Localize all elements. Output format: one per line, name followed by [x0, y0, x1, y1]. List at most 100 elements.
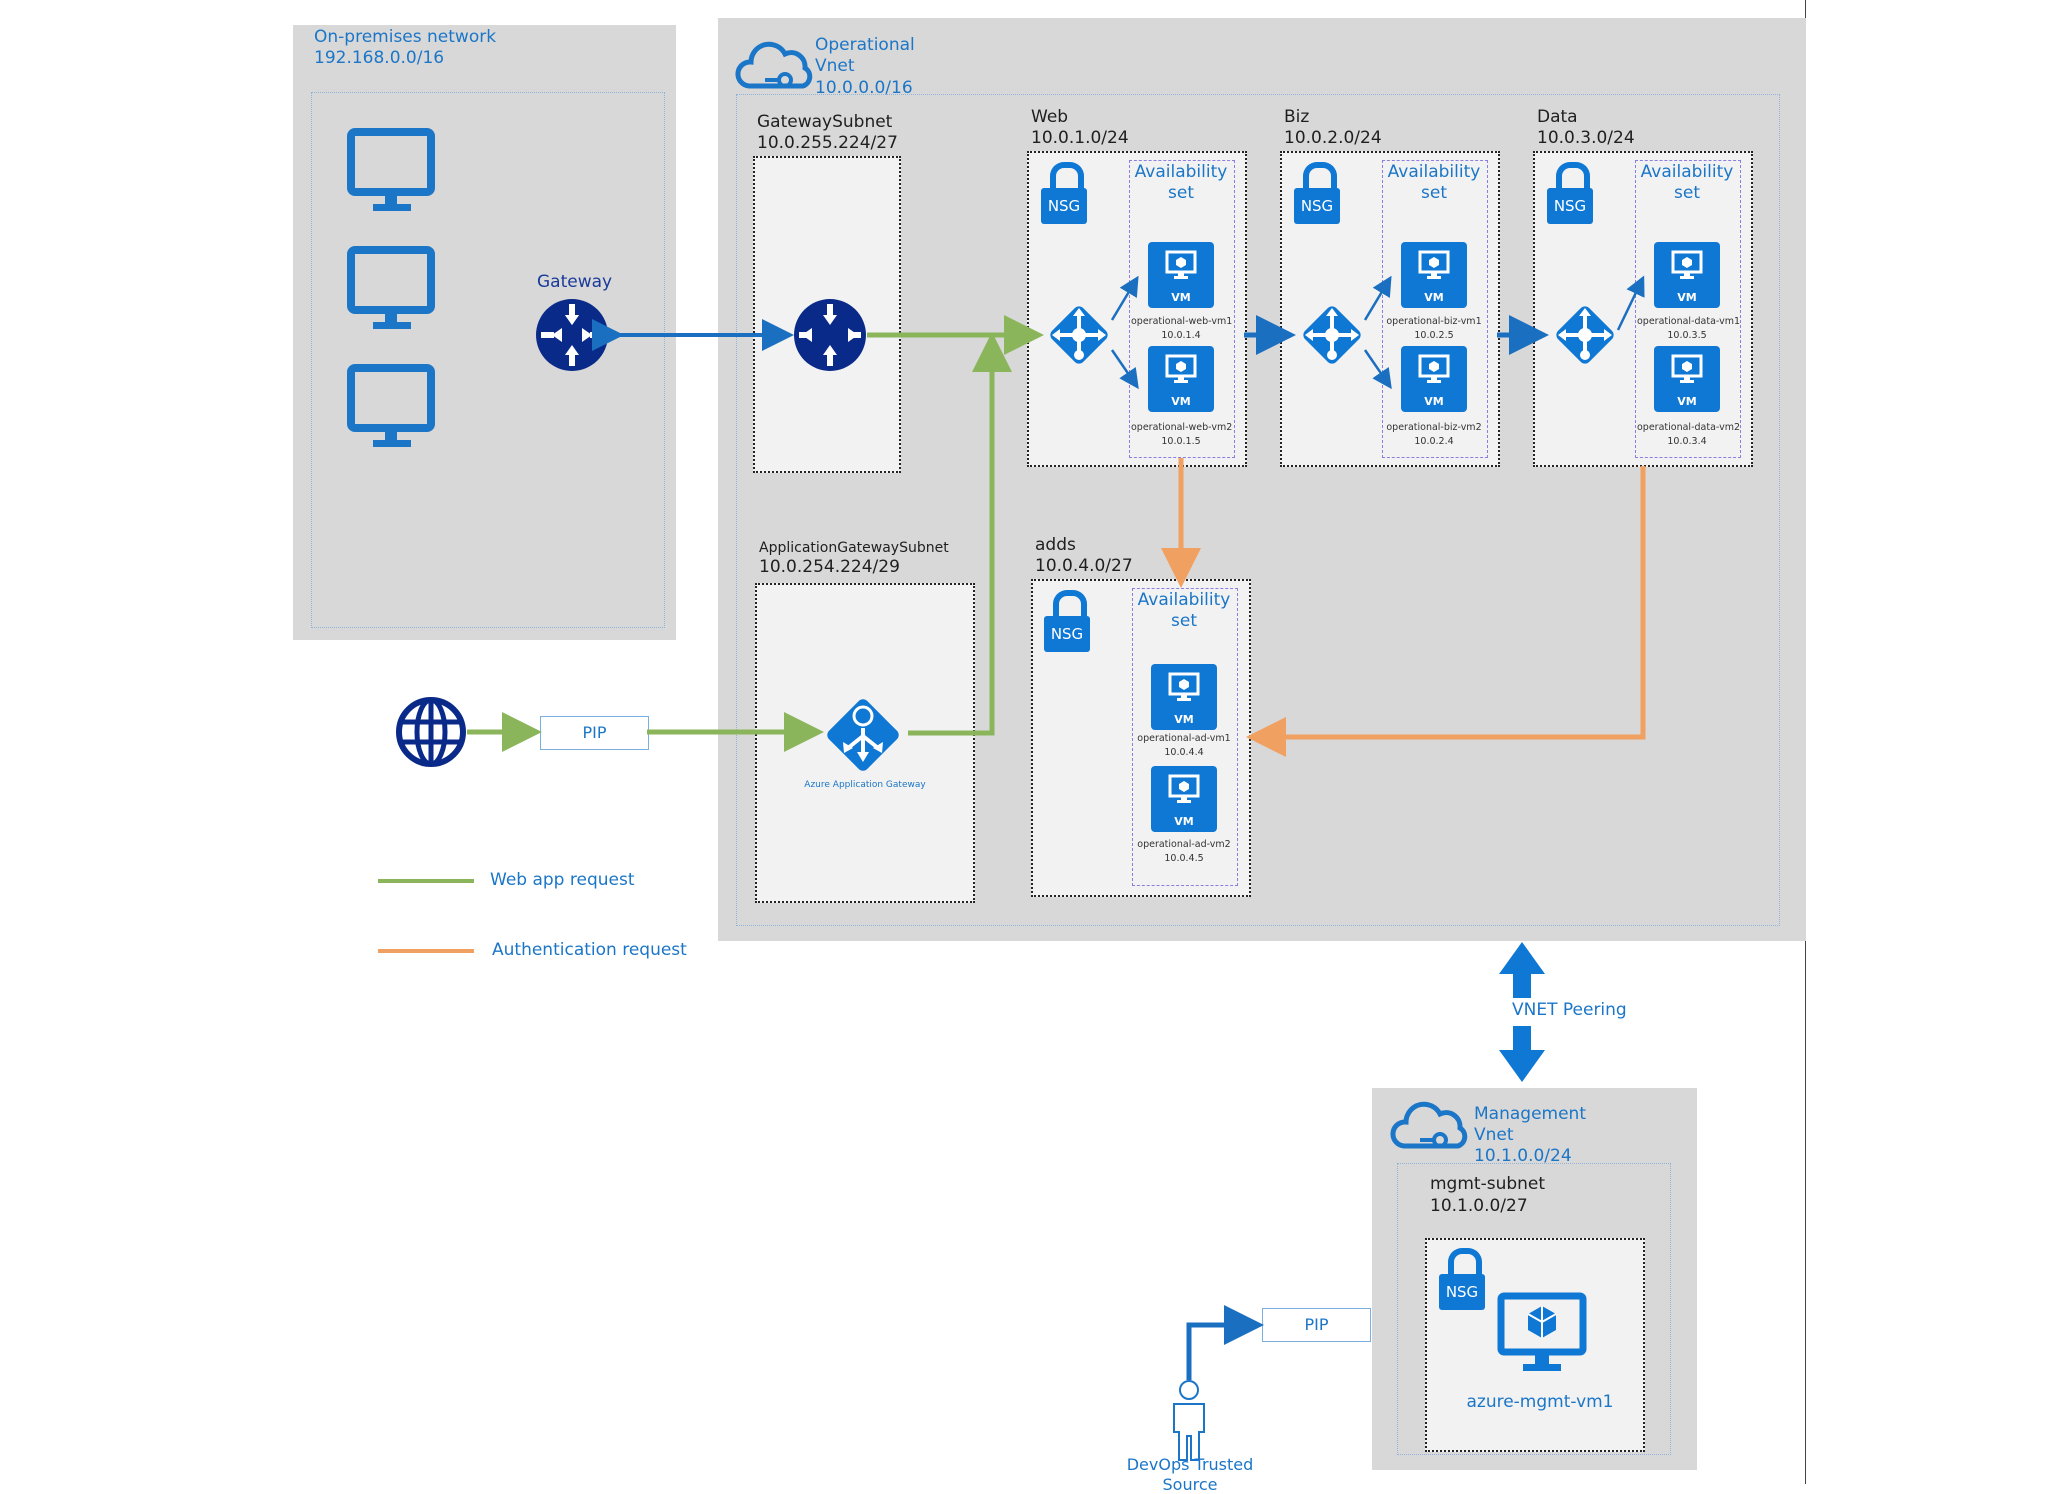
vm-monitor-icon	[1671, 250, 1703, 279]
biz-vm2-ip: 10.0.2.4	[1414, 436, 1454, 447]
data-vm2-ip: 10.0.3.4	[1667, 436, 1707, 447]
data-subnet-cidr: 10.0.3.0/24	[1537, 128, 1635, 148]
gateway-subnet-name: GatewaySubnet	[757, 112, 893, 132]
legend-auth-line	[378, 949, 474, 953]
web-vm2-tile[interactable]: VM	[1148, 346, 1214, 412]
biz-lb-to-vm1	[1363, 275, 1392, 321]
web-lb-to-vm1	[1110, 275, 1139, 321]
mgmt-subnet-name: mgmt-subnet	[1430, 1174, 1546, 1194]
management-inner-boundary	[1397, 1163, 1671, 1455]
web-subnet-cidr: 10.0.1.0/24	[1031, 128, 1129, 148]
appgw-subnet-name: ApplicationGatewaySubnet	[759, 540, 949, 556]
biz-availability-set	[1382, 160, 1488, 458]
legend-auth-label: Authentication request	[492, 940, 687, 960]
mgmt-vm-monitor-icon[interactable]	[1497, 1292, 1587, 1376]
biz-vm2-name: operational-biz-vm2	[1386, 422, 1482, 433]
adds-nsg-icon: NSG	[1044, 590, 1090, 652]
internet-pip-box: PIP	[540, 716, 649, 750]
data-subnet-name: Data	[1537, 107, 1578, 127]
data-lb-to-vm1	[1616, 275, 1645, 331]
vm-monitor-icon	[1168, 774, 1200, 803]
onprem-title: On-premises network	[314, 27, 497, 47]
adds-availability-set	[1132, 588, 1238, 886]
web-lb-to-vm2	[1110, 349, 1139, 390]
mgmt-vm-name: azure-mgmt-vm1	[1466, 1392, 1614, 1412]
azure-application-gateway-icon	[827, 699, 899, 771]
monitor-icon	[347, 128, 435, 211]
appgw-to-web-arrow	[908, 332, 1012, 736]
web-vm1-name: operational-web-vm1	[1131, 316, 1233, 327]
vm-monitor-icon	[1671, 354, 1703, 383]
web-nsg-icon: NSG	[1041, 162, 1087, 224]
vm-monitor-icon	[1418, 354, 1450, 383]
mgmt-pip-box: PIP	[1262, 1308, 1371, 1342]
operational-vnet-title: Operational	[815, 35, 915, 55]
adds-vm2-ip: 10.0.4.5	[1164, 853, 1204, 864]
biz-vm2-tile[interactable]: VM	[1401, 346, 1467, 412]
biz-lb-to-vm2	[1363, 349, 1392, 390]
web-availability-set	[1129, 160, 1235, 458]
web-subnet-name: Web	[1031, 107, 1069, 127]
legend-web-label: Web app request	[490, 870, 635, 890]
web-vm1-tile[interactable]: VM	[1148, 242, 1214, 308]
management-vnet-title2: Vnet	[1474, 1125, 1514, 1145]
adds-vm1-name: operational-ad-vm1	[1137, 733, 1231, 744]
data-vm1-ip: 10.0.3.5	[1667, 330, 1707, 341]
vnet-gateway-router-icon	[794, 299, 866, 371]
biz-vm1-name: operational-biz-vm1	[1386, 316, 1482, 327]
appgw-subnet-cidr: 10.0.254.224/29	[759, 557, 900, 577]
biz-load-balancer-icon	[1303, 306, 1361, 364]
mgmt-nsg-icon: NSG	[1439, 1248, 1485, 1310]
adds-subnet-cidr: 10.0.4.0/27	[1035, 556, 1133, 576]
vm-monitor-icon	[1165, 354, 1197, 383]
data-nsg-icon: NSG	[1547, 162, 1593, 224]
vnet-peering-arrows-icon	[1499, 942, 1545, 1082]
operational-inner-boundary	[736, 94, 1780, 926]
data-vm2-name: operational-data-vm2	[1637, 422, 1740, 433]
adds-vm2-name: operational-ad-vm2	[1137, 839, 1231, 850]
vm-monitor-icon	[1165, 250, 1197, 279]
mgmt-subnet-cidr: 10.1.0.0/27	[1430, 1196, 1528, 1216]
cloud-vnet-icon	[1390, 1101, 1468, 1149]
data-vm2-tile[interactable]: VM	[1654, 346, 1720, 412]
legend-web-line	[378, 879, 474, 883]
onprem-cidr: 192.168.0.0/16	[314, 48, 445, 68]
web-load-balancer-icon	[1050, 306, 1108, 364]
web-vm1-ip: 10.0.1.4	[1161, 330, 1201, 341]
onprem-inner-boundary	[311, 92, 665, 628]
appgw-label: Azure Application Gateway	[804, 780, 926, 790]
vnet-peering-label: VNET Peering	[1512, 1000, 1627, 1020]
internet-globe-icon	[396, 697, 466, 767]
biz-nsg-icon: NSG	[1294, 162, 1340, 224]
management-vnet-cidr: 10.1.0.0/24	[1474, 1146, 1572, 1166]
web-vm2-name: operational-web-vm2	[1131, 422, 1233, 433]
biz-subnet-name: Biz	[1284, 107, 1310, 127]
data-to-adds-auth-arrow	[1246, 466, 1646, 757]
devops-to-pip-arrow	[1186, 1305, 1264, 1380]
vm-monitor-icon	[1168, 672, 1200, 701]
adds-vm1-ip: 10.0.4.4	[1164, 747, 1204, 758]
data-vm1-tile[interactable]: VM	[1654, 242, 1720, 308]
biz-vm1-ip: 10.0.2.5	[1414, 330, 1454, 341]
adds-vm1-tile[interactable]: VM	[1151, 664, 1217, 730]
vm-monitor-icon	[1418, 250, 1450, 279]
devops-label-line1: DevOps Trusted	[1126, 1455, 1254, 1474]
devops-user-icon	[1173, 1380, 1205, 1461]
data-load-balancer-icon	[1556, 306, 1614, 364]
cloud-vnet-icon	[735, 41, 813, 89]
gateway-subnet-cidr: 10.0.255.224/27	[757, 133, 898, 153]
adds-vm2-tile[interactable]: VM	[1151, 766, 1217, 832]
operational-vnet-cidr: 10.0.0.0/16	[815, 78, 913, 98]
operational-vnet-title2: Vnet	[815, 56, 855, 76]
data-vm1-name: operational-data-vm1	[1637, 316, 1740, 327]
onprem-gateway-label: Gateway	[537, 272, 613, 292]
monitor-icon	[347, 246, 435, 329]
data-availability-set	[1635, 160, 1741, 458]
biz-vm1-tile[interactable]: VM	[1401, 242, 1467, 308]
biz-subnet-cidr: 10.0.2.0/24	[1284, 128, 1382, 148]
